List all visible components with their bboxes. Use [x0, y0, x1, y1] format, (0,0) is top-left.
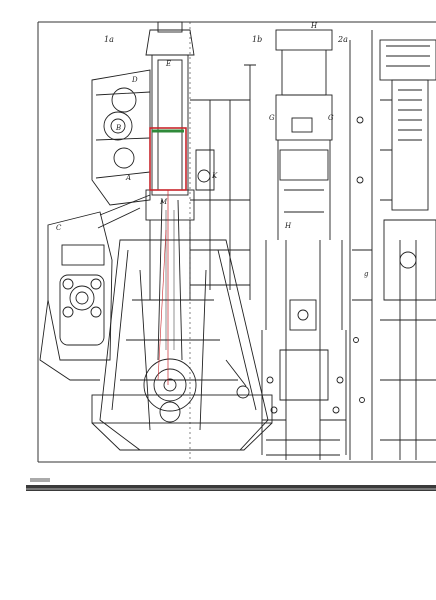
figure-1b-side-section	[261, 29, 347, 460]
part-labels: D B A C E M K H G G H g	[56, 22, 369, 278]
label-G-left: G	[269, 114, 275, 122]
label-A: A	[125, 174, 131, 182]
label-M: M	[159, 198, 168, 206]
label-K: K	[211, 172, 218, 180]
label-fig-2a: 2a	[337, 35, 348, 44]
label-fig-1a: 1a	[104, 35, 114, 44]
drawing-frame	[37, 21, 436, 463]
label-B: B	[115, 124, 121, 132]
label-fig-1b: 1b	[252, 35, 262, 44]
label-C: C	[56, 224, 62, 232]
label-g: g	[364, 270, 369, 278]
figure-labels: 1a 1b 2a	[104, 35, 348, 44]
label-H-top: H	[310, 22, 318, 30]
highlighted-cylinder	[149, 127, 187, 385]
label-G-right: G	[328, 114, 334, 122]
label-E: E	[165, 60, 171, 68]
scan-edge-bar	[26, 478, 436, 491]
label-D: D	[131, 76, 138, 84]
figure-1a-cross-section	[39, 21, 273, 451]
figure-2a-partial-section	[349, 30, 436, 460]
label-H-mid: H	[284, 222, 292, 230]
